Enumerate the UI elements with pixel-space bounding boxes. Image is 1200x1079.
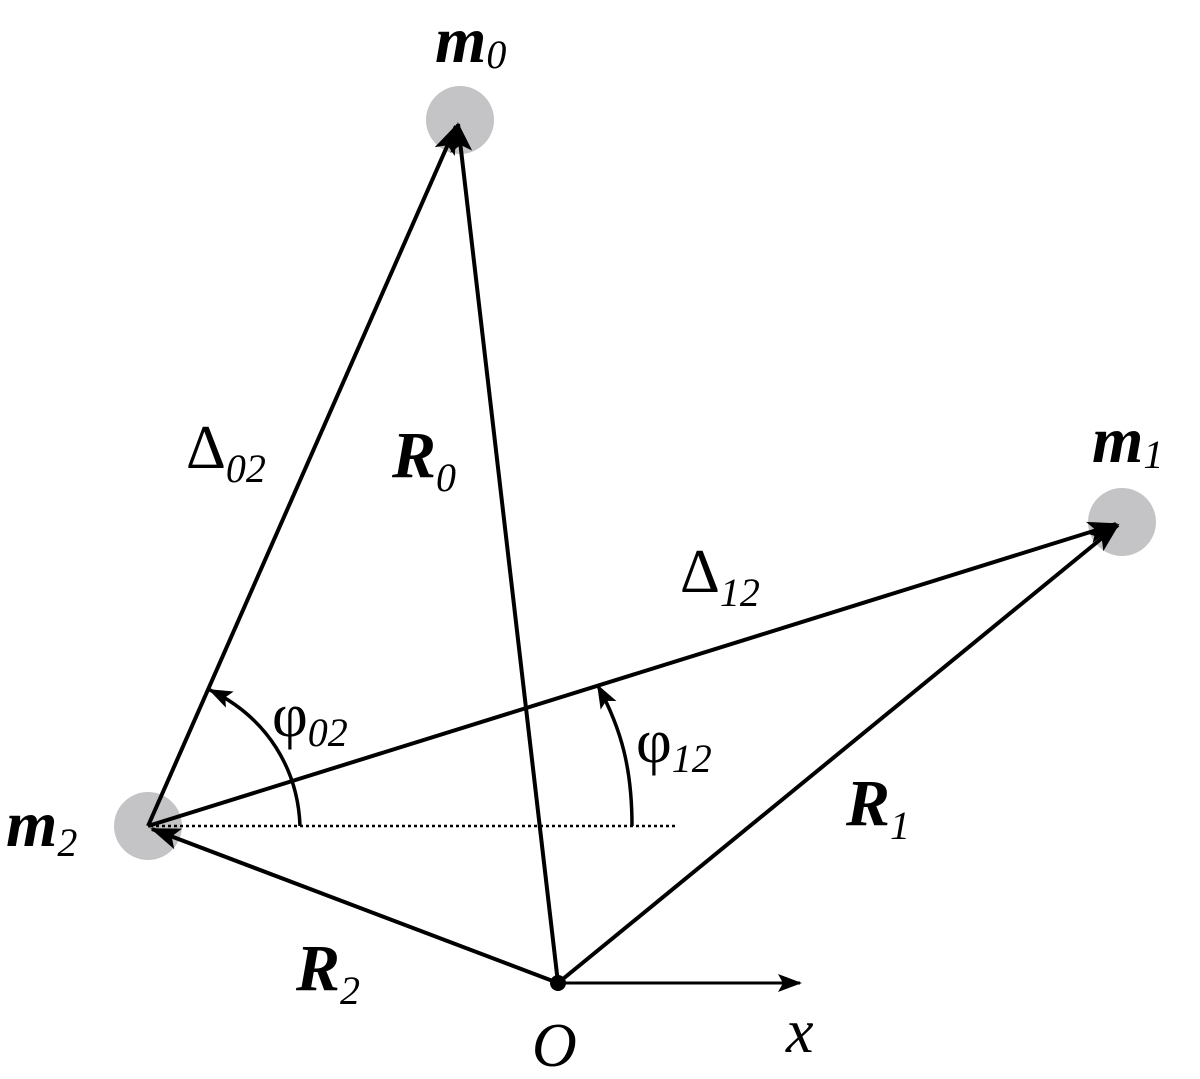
- label-m2-main: m: [6, 788, 57, 861]
- label-delta12-sub: 12: [720, 570, 760, 615]
- angle-arc-phi02: [208, 688, 302, 827]
- label-R2: R2: [295, 932, 360, 1013]
- label-x-axis: x: [785, 998, 814, 1066]
- label-R0-main: R: [391, 419, 436, 492]
- label-m1-sub: 1: [1143, 432, 1163, 477]
- label-R2-main: R: [295, 932, 340, 1005]
- label-origin: O: [532, 1012, 577, 1079]
- label-phi12: φ12: [636, 708, 712, 781]
- vector-R0: [450, 122, 560, 984]
- label-delta12-main: Δ: [680, 538, 720, 606]
- label-delta02: Δ02: [186, 414, 266, 491]
- label-m0: m0: [435, 4, 506, 77]
- label-phi02: φ02: [272, 682, 348, 755]
- label-phi02-sub: 02: [308, 710, 348, 755]
- label-R0: R0: [391, 419, 456, 500]
- mass-m1-circle: [1088, 488, 1156, 556]
- vector-R2: [150, 827, 559, 985]
- label-R0-sub: 0: [436, 455, 456, 500]
- label-delta02-sub: 02: [226, 446, 266, 491]
- label-m1-main: m: [1092, 404, 1143, 477]
- angle-arc-phi12: [596, 684, 634, 827]
- label-m2-sub: 2: [57, 820, 77, 865]
- label-m2: m2: [6, 788, 77, 865]
- origin-point: [550, 975, 566, 991]
- label-R1-sub: 1: [890, 803, 910, 848]
- label-R1: R1: [845, 767, 910, 848]
- vector-delta02: [146, 124, 458, 827]
- label-delta12: Δ12: [680, 538, 760, 615]
- label-delta02-main: Δ: [186, 414, 226, 482]
- label-phi12-main: φ: [636, 708, 672, 776]
- label-m0-sub: 0: [486, 32, 506, 77]
- label-phi02-main: φ: [272, 682, 308, 750]
- vector-delta12: [147, 521, 1118, 828]
- vector-R1: [556, 523, 1120, 985]
- label-m0-main: m: [435, 4, 486, 77]
- label-R2-sub: 2: [340, 968, 360, 1013]
- label-R1-main: R: [845, 767, 890, 840]
- label-phi12-sub: 12: [672, 736, 712, 781]
- label-m1: m1: [1092, 404, 1163, 477]
